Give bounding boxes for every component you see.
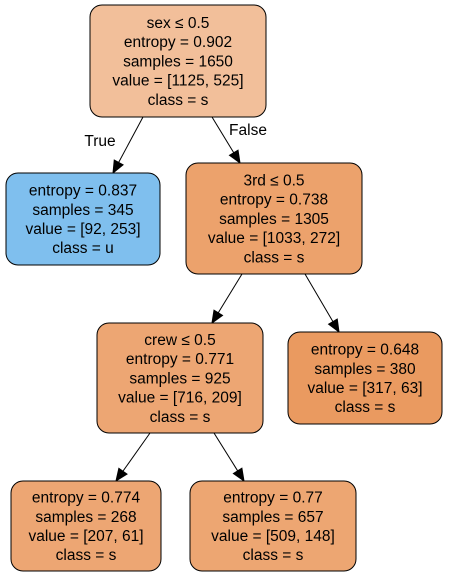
node-line: samples = 345	[32, 202, 133, 219]
tree-node-root: sex ≤ 0.5 entropy = 0.902 samples = 1650 va…	[89, 4, 267, 118]
node-box	[96, 322, 264, 434]
node-line: value = [509, 148]	[211, 528, 335, 545]
arrowhead-icon	[211, 309, 224, 325]
edge-n_crew-to-n_leaf268	[115, 432, 151, 483]
node-line: samples = 657	[222, 509, 323, 526]
tree-node-n_leaf380: entropy = 0.648 samples = 380 value = [317…	[287, 331, 443, 425]
node-line: entropy = 0.837	[29, 183, 137, 200]
node-line: samples = 380	[314, 361, 416, 378]
node-line: class = s	[244, 249, 305, 266]
edge-line	[118, 116, 144, 163]
node-box	[189, 480, 357, 572]
edge-n_3rd-to-n_leaf380	[304, 273, 340, 334]
tree-node-n_u: entropy = 0.837 samples = 345 value = [92,…	[5, 172, 161, 266]
node-line: value = [716, 209]	[118, 390, 242, 407]
node-line: 3rd ≤ 0.5	[243, 172, 304, 189]
node-line: class = s	[150, 409, 211, 426]
arrowhead-icon	[112, 159, 124, 175]
node-box	[287, 331, 443, 425]
node-line: crew ≤ 0.5	[144, 332, 215, 349]
arrowhead-icon	[228, 149, 241, 165]
edge-label-false: False	[229, 122, 267, 139]
node-box	[10, 480, 162, 572]
edge-line	[213, 432, 239, 472]
edge-root-to-n_3rd: False	[211, 116, 267, 165]
node-line: entropy = 0.774	[32, 490, 141, 507]
node-line: value = [92, 253]	[25, 221, 140, 238]
node-line: sex ≤ 0.5	[147, 15, 210, 32]
node-box	[185, 162, 363, 275]
node-line: entropy = 0.648	[311, 342, 419, 359]
node-line: samples = 1650	[123, 53, 233, 70]
node-line: class = s	[148, 92, 209, 109]
node-line: samples = 1305	[219, 211, 329, 228]
edge-root-to-n_u: True	[84, 116, 144, 175]
node-line: entropy = 0.771	[126, 351, 234, 368]
node-line: entropy = 0.738	[220, 192, 328, 209]
arrowhead-icon	[232, 467, 245, 483]
node-line: value = [1125, 525]	[112, 73, 243, 90]
edge-n_3rd-to-n_crew	[211, 273, 243, 325]
arrowhead-icon	[115, 467, 128, 483]
node-line: class = s	[56, 547, 117, 564]
node-line: entropy = 0.902	[124, 34, 232, 51]
node-box	[89, 4, 267, 118]
tree-node-n_leaf268: entropy = 0.774 samples = 268 value = [207…	[10, 480, 162, 572]
node-line: value = [1033, 272]	[208, 230, 340, 247]
node-line: samples = 268	[35, 509, 136, 526]
tree-node-n_crew: crew ≤ 0.5 entropy = 0.771 samples = 925 va…	[96, 322, 264, 434]
node-line: class = s	[335, 399, 396, 416]
edge-line	[122, 432, 151, 472]
node-line: samples = 925	[129, 370, 230, 387]
node-line: value = [207, 61]	[28, 528, 143, 545]
node-line: class = s	[243, 547, 304, 564]
edge-line	[217, 273, 243, 314]
node-line: value = [317, 63]	[307, 380, 422, 397]
edge-line	[304, 273, 334, 322]
edge-n_crew-to-n_leaf657	[213, 432, 245, 483]
edge-line	[211, 116, 235, 154]
node-line: class = u	[52, 240, 114, 257]
node-line: entropy = 0.77	[223, 490, 323, 507]
tree-node-n_leaf657: entropy = 0.77 samples = 657 value = [509,…	[189, 480, 357, 572]
arrowhead-icon	[327, 318, 340, 334]
node-box	[5, 172, 161, 266]
tree-node-n_3rd: 3rd ≤ 0.5 entropy = 0.738 samples = 1305 va…	[185, 162, 363, 275]
edge-label-true: True	[84, 133, 115, 150]
